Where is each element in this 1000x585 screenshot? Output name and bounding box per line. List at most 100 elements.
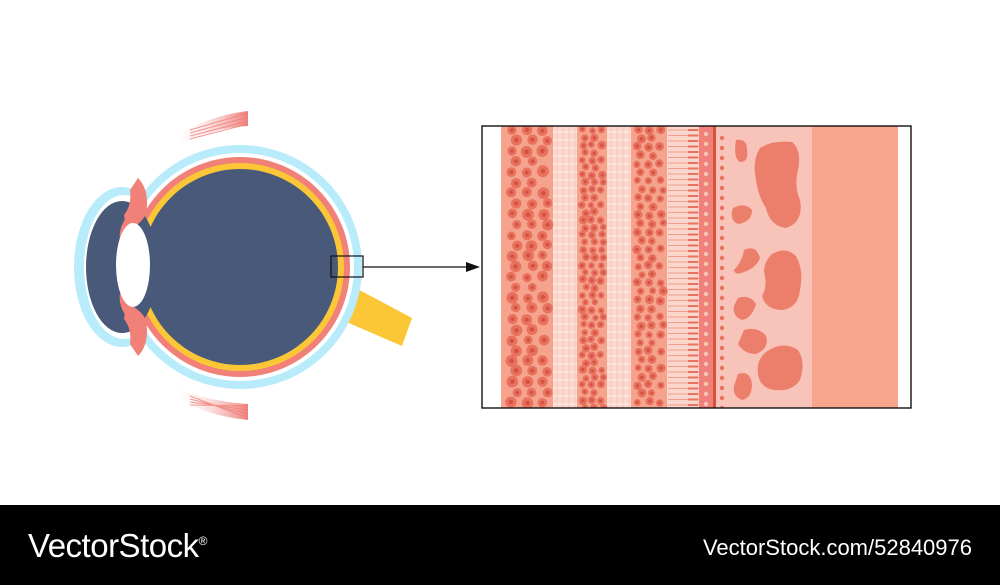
cell-nucleus <box>580 353 584 357</box>
cell-nucleus <box>590 264 593 267</box>
cell-nucleus <box>599 382 603 386</box>
cell-nucleus <box>601 271 605 274</box>
cell-nucleus <box>580 264 584 268</box>
pigment-dot <box>719 265 725 271</box>
cell-nucleus <box>530 202 535 207</box>
cone <box>688 178 698 181</box>
pigment-dot <box>703 201 709 207</box>
cone <box>688 162 698 164</box>
cell-nucleus <box>599 158 603 162</box>
cell-nucleus <box>509 170 514 175</box>
layer-inner-plexiform <box>553 126 577 408</box>
lens <box>116 223 150 307</box>
cell-nucleus <box>510 211 515 216</box>
cell-nucleus <box>599 203 602 207</box>
cell-nucleus <box>657 144 662 149</box>
cell-nucleus <box>525 275 529 280</box>
cell-nucleus <box>530 285 534 290</box>
pigment-dot <box>703 341 709 347</box>
cell-nucleus <box>646 196 650 200</box>
cell-nucleus <box>635 384 640 388</box>
cone <box>688 211 698 214</box>
pigment-dot <box>719 225 725 231</box>
cell-nucleus <box>650 256 654 261</box>
image-id-link[interactable]: VectorStock.com/52840976 <box>702 535 972 560</box>
cell-nucleus <box>649 323 654 327</box>
cell-nucleus <box>529 243 534 249</box>
cell-nucleus <box>525 233 530 238</box>
cell-nucleus <box>649 136 654 140</box>
pigment-dot <box>719 395 725 401</box>
cell-nucleus <box>650 341 654 345</box>
cell-nucleus <box>635 230 639 234</box>
vitreous-body <box>142 169 338 365</box>
cell-nucleus <box>582 144 586 148</box>
cell-nucleus <box>640 357 644 361</box>
pigment-dot <box>719 275 725 281</box>
brand-name: VectorStock <box>28 527 199 564</box>
cone <box>688 299 698 302</box>
cell-nucleus <box>513 264 518 269</box>
cell-nucleus <box>589 203 593 207</box>
cell-nucleus <box>601 180 605 184</box>
rods-and-cones <box>668 129 699 406</box>
choroid-vessels <box>731 139 803 400</box>
cell-nucleus <box>602 375 605 379</box>
cell-nucleus <box>592 391 596 395</box>
cone <box>688 277 698 280</box>
cell-nucleus <box>525 358 530 363</box>
pigment-dot <box>703 181 709 187</box>
cell-nucleus <box>647 230 652 235</box>
pigment-dot <box>719 195 725 201</box>
pigment-dot <box>719 165 725 171</box>
brand-logo[interactable]: VectorStock® <box>28 527 207 565</box>
pigment-dot <box>703 371 709 377</box>
cell-nucleus <box>581 172 584 176</box>
cell-nucleus <box>589 308 594 312</box>
pigment-dot <box>719 185 725 191</box>
cell-nucleus <box>636 297 640 301</box>
pigment-dot <box>719 155 725 161</box>
cell-nucleus <box>658 197 662 201</box>
pigment-dot <box>719 245 725 251</box>
pigment-dot <box>719 215 725 221</box>
cell-nucleus <box>600 248 604 252</box>
cell-nucleus <box>647 333 651 337</box>
cell-nucleus <box>659 333 663 337</box>
pigment-dot <box>703 251 709 257</box>
cone <box>688 156 698 159</box>
cell-nucleus <box>581 127 584 131</box>
cell-nucleus <box>659 178 662 182</box>
cell-nucleus <box>650 272 654 276</box>
cell-nucleus <box>639 324 643 329</box>
cone <box>688 360 698 362</box>
cell-nucleus <box>593 286 597 290</box>
cell-nucleus <box>545 369 550 374</box>
cone <box>688 393 698 395</box>
pigment-dot <box>719 345 725 351</box>
cone <box>688 255 698 258</box>
cell-nucleus <box>647 297 652 302</box>
cell-nucleus <box>581 294 584 297</box>
cell-nucleus <box>545 222 550 228</box>
cell-nucleus <box>647 214 651 218</box>
cone <box>688 305 698 307</box>
cell-nucleus <box>593 331 597 335</box>
pigment-dot <box>703 291 709 297</box>
cone <box>688 239 698 241</box>
cone <box>688 349 698 351</box>
cone <box>688 189 698 192</box>
eyeball-cross-section-icon <box>74 111 412 420</box>
cell-nucleus <box>592 360 596 364</box>
layer-bruch <box>713 126 716 408</box>
cell-nucleus <box>639 137 644 141</box>
pigment-dot <box>703 231 709 237</box>
cone <box>688 283 698 285</box>
iris-bottom <box>124 304 147 356</box>
cell-nucleus <box>658 299 663 303</box>
cell-nucleus <box>530 159 535 164</box>
cell-nucleus <box>592 345 596 349</box>
cell-nucleus <box>514 137 519 143</box>
cell-nucleus <box>510 295 515 301</box>
